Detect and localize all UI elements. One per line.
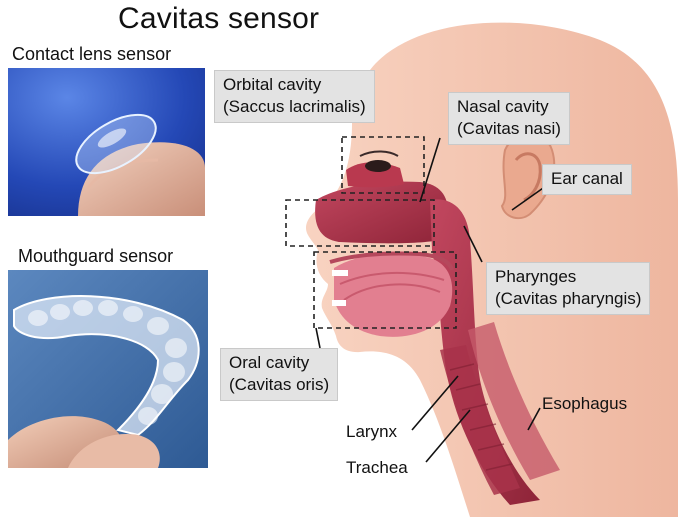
trachea-label: Trachea [346, 458, 408, 478]
oral-leader-line [316, 328, 320, 348]
oral-cavity-callout: Oral cavity (Cavitas oris) [220, 348, 338, 401]
ear-canal-title: Ear canal [551, 168, 623, 190]
nasal-cavity-title: Nasal cavity [457, 96, 561, 118]
nasal-cavity-shape [315, 182, 448, 244]
orbital-cavity-callout: Orbital cavity (Saccus lacrimalis) [214, 70, 375, 123]
orbital-cavity-title: Orbital cavity [223, 74, 366, 96]
nasal-cavity-callout: Nasal cavity (Cavitas nasi) [448, 92, 570, 145]
oral-cavity-title: Oral cavity [229, 352, 329, 374]
oral-cavity-latin: (Cavitas oris) [229, 374, 329, 396]
nasal-cavity-latin: (Cavitas nasi) [457, 118, 561, 140]
larynx-label: Larynx [346, 422, 397, 442]
esophagus-label: Esophagus [542, 394, 627, 414]
ear-canal-callout: Ear canal [542, 164, 632, 195]
pharynges-latin: (Cavitas pharyngis) [495, 288, 641, 310]
pharynges-callout: Pharynges (Cavitas pharyngis) [486, 262, 650, 315]
orbital-cavity-latin: (Saccus lacrimalis) [223, 96, 366, 118]
pharynges-title: Pharynges [495, 266, 641, 288]
